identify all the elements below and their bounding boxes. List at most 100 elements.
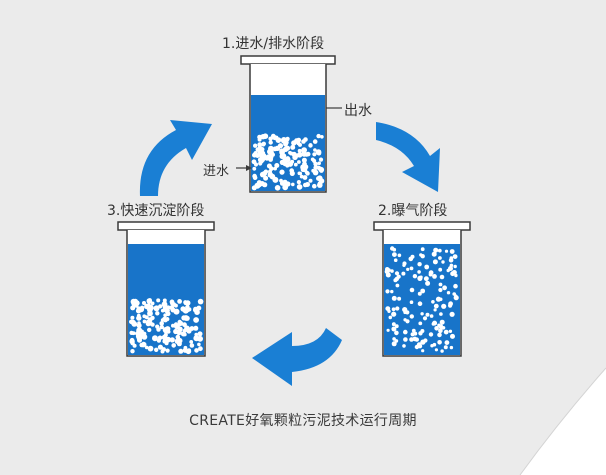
sludge-granule bbox=[433, 303, 439, 309]
sludge-granule bbox=[129, 330, 134, 335]
sludge-granule bbox=[388, 315, 393, 320]
sludge-granule bbox=[169, 299, 175, 305]
sludge-granule bbox=[266, 163, 272, 169]
sludge-granule bbox=[432, 259, 438, 265]
sludge-granule bbox=[273, 166, 277, 171]
sludge-granule bbox=[280, 137, 287, 143]
sludge-granule bbox=[297, 148, 302, 153]
sludge-granule bbox=[402, 307, 408, 313]
sludge-granule bbox=[197, 335, 204, 342]
sludge-granule bbox=[414, 337, 419, 342]
sludge-granule bbox=[301, 151, 306, 155]
sludge-granule bbox=[263, 175, 269, 181]
sludge-granule bbox=[450, 333, 455, 339]
sludge-granule bbox=[282, 184, 289, 191]
sludge-granule bbox=[440, 349, 444, 353]
sludge-granule bbox=[297, 171, 302, 176]
sludge-granule bbox=[142, 319, 147, 324]
sludge-granule bbox=[449, 345, 454, 350]
sludge-granule bbox=[165, 348, 170, 353]
sludge-granule bbox=[409, 314, 414, 319]
sludge-granule bbox=[441, 303, 447, 309]
sludge-granule bbox=[385, 289, 390, 294]
sludge-granule bbox=[452, 254, 458, 259]
sludge-granule bbox=[434, 326, 439, 331]
stage3-title: 3.快速沉淀阶段 bbox=[107, 203, 205, 219]
sludge-granule bbox=[285, 157, 291, 162]
sludge-granule bbox=[181, 315, 187, 321]
sludge-granule bbox=[394, 330, 399, 336]
diagram-caption: CREATE好氧颗粒污泥技术运行周期 bbox=[189, 413, 417, 429]
sludge-granule bbox=[441, 260, 445, 264]
sludge-granule bbox=[171, 323, 175, 328]
sludge-granules-stage1 bbox=[251, 133, 325, 191]
sludge-granule bbox=[437, 332, 442, 338]
sludge-granule bbox=[433, 247, 439, 253]
sludge-granule bbox=[173, 303, 178, 308]
sludge-granule bbox=[159, 321, 164, 326]
sludge-granule bbox=[257, 137, 262, 142]
sludge-granule bbox=[316, 133, 321, 139]
sludge-granule bbox=[316, 165, 321, 170]
sludge-granule bbox=[318, 157, 324, 162]
sludge-granule bbox=[387, 268, 391, 272]
sludge-granule bbox=[178, 348, 184, 354]
sludge-granule bbox=[272, 176, 279, 183]
sludge-granule bbox=[156, 327, 161, 332]
sludge-granule bbox=[255, 147, 261, 153]
sludge-granule bbox=[437, 248, 442, 253]
sludge-granule bbox=[438, 287, 443, 293]
sludge-granule bbox=[305, 151, 311, 157]
sludge-granule bbox=[448, 301, 453, 307]
sludge-granule bbox=[152, 335, 158, 342]
sludge-granule bbox=[443, 345, 448, 350]
sludge-granule bbox=[313, 148, 317, 152]
sludge-granule bbox=[424, 264, 430, 270]
sludge-granule bbox=[386, 328, 390, 332]
sludge-granule bbox=[189, 340, 194, 344]
sludge-granule bbox=[439, 319, 445, 325]
sludge-granule bbox=[252, 175, 258, 180]
sludge-granule bbox=[302, 175, 308, 180]
sludge-granule bbox=[290, 144, 296, 150]
sludge-granule bbox=[193, 317, 200, 323]
sludge-granule bbox=[268, 149, 274, 156]
sludge-granule bbox=[316, 175, 323, 182]
sludge-granule bbox=[296, 180, 301, 185]
sludge-granule bbox=[442, 285, 447, 291]
sludge-granule bbox=[453, 264, 457, 269]
sludge-granule bbox=[130, 349, 135, 354]
sludge-granule bbox=[417, 291, 422, 296]
sludge-granule bbox=[432, 274, 437, 279]
sludge-granule bbox=[430, 344, 434, 348]
sludge-granule bbox=[279, 178, 283, 183]
sludge-granule bbox=[397, 253, 402, 258]
sludge-granule bbox=[174, 338, 181, 344]
inlet-label: 进水 bbox=[203, 164, 230, 179]
sludge-granule bbox=[311, 168, 315, 173]
sludge-granule bbox=[282, 146, 289, 152]
sludge-granule bbox=[397, 296, 402, 301]
sludge-granule bbox=[402, 261, 407, 266]
sludge-granule bbox=[131, 321, 138, 327]
sludge-granule bbox=[308, 143, 313, 148]
sludge-granule bbox=[293, 162, 298, 167]
cycle-arrow-icon bbox=[252, 328, 342, 386]
stage1-title: 1.进水/排水阶段 bbox=[222, 36, 325, 52]
sludge-granule bbox=[189, 343, 195, 348]
stage2-title: 2.曝气阶段 bbox=[378, 203, 448, 219]
sludge-granule bbox=[303, 182, 308, 188]
water-stage2 bbox=[384, 244, 460, 355]
sludge-granule bbox=[421, 349, 425, 353]
sludge-granule bbox=[157, 344, 163, 350]
sludge-granule bbox=[410, 254, 415, 259]
sludge-granule bbox=[136, 322, 142, 329]
sludge-granule bbox=[138, 306, 145, 313]
sludge-granule bbox=[279, 153, 285, 159]
sludge-granule bbox=[267, 154, 272, 159]
sludge-granule bbox=[171, 343, 176, 348]
sludge-granule bbox=[182, 328, 187, 333]
sludge-granule bbox=[406, 267, 410, 271]
sludge-granule bbox=[403, 329, 408, 335]
sludge-granule bbox=[422, 316, 428, 321]
